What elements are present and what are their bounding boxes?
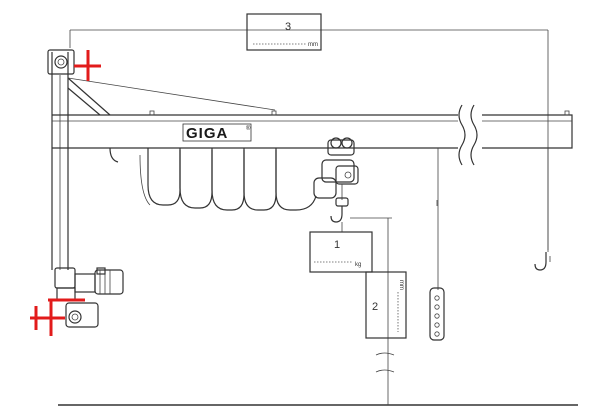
load-callout: 1 kg bbox=[309, 231, 373, 273]
control-pendant bbox=[429, 148, 445, 341]
span-callout-number: 3 bbox=[285, 21, 291, 33]
tie-rod bbox=[67, 77, 276, 116]
load-callout-number: 1 bbox=[334, 239, 340, 251]
slewing-motor bbox=[74, 267, 124, 295]
brand-logo: GIGA ® bbox=[182, 123, 252, 142]
hoist-hook bbox=[330, 197, 349, 232]
jib-arm bbox=[52, 104, 573, 166]
festoon-cable bbox=[109, 147, 317, 211]
span-callout-unit: mm bbox=[308, 42, 318, 48]
span-callout: 3 mm bbox=[246, 13, 322, 51]
top-mount-bracket bbox=[47, 49, 101, 81]
wall-column bbox=[51, 52, 69, 270]
height-callout-unit: mm bbox=[398, 280, 404, 290]
height-callout: 2 mm bbox=[365, 271, 407, 339]
height-callout-number: 2 bbox=[372, 301, 378, 313]
load-callout-unit: kg bbox=[355, 262, 361, 268]
bottom-mount-bracket bbox=[30, 267, 99, 336]
brand-name: GIGA bbox=[186, 125, 228, 142]
brand-registered-mark: ® bbox=[246, 125, 251, 132]
end-hook bbox=[534, 148, 551, 271]
height-dimension bbox=[350, 217, 395, 405]
hoist-trolley bbox=[313, 137, 359, 200]
